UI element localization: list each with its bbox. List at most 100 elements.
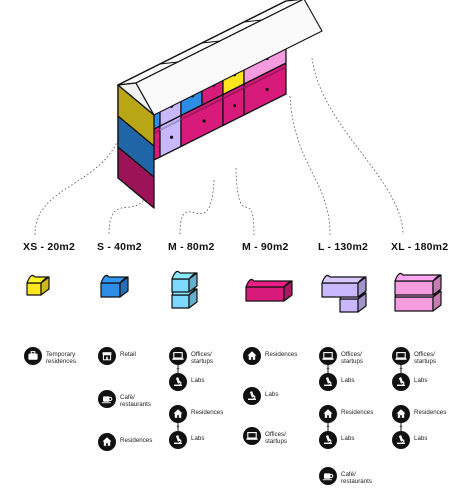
use-label: Residences bbox=[265, 351, 298, 358]
roof-seam bbox=[159, 61, 179, 65]
module-preview-xl bbox=[394, 272, 442, 312]
house-door bbox=[327, 415, 329, 418]
use-label: Residences bbox=[341, 409, 374, 416]
shop-awning bbox=[102, 352, 112, 355]
laptop-screen bbox=[323, 352, 333, 359]
plus-sign: + bbox=[399, 425, 403, 431]
microscope-base bbox=[397, 384, 405, 386]
microscope-icon: + bbox=[169, 423, 187, 449]
use-label: Café/ restaurants bbox=[120, 394, 151, 408]
use-label: Retail bbox=[120, 351, 136, 358]
microscope-icon: + bbox=[319, 423, 337, 449]
laptop-icon-bg bbox=[392, 347, 410, 365]
microscope-base bbox=[174, 384, 182, 386]
size-label-l: L - 130m2 bbox=[318, 241, 369, 253]
size-label-xs: XS - 20m2 bbox=[23, 241, 75, 253]
building-module bbox=[159, 114, 182, 158]
microscope-arm bbox=[253, 395, 256, 400]
preview-block-side bbox=[357, 292, 367, 313]
house-door bbox=[251, 357, 253, 360]
shop-icon bbox=[98, 347, 116, 365]
suitcase-body bbox=[28, 353, 38, 360]
laptop-base bbox=[246, 438, 258, 440]
shop-door bbox=[106, 356, 108, 360]
size-label-xl: XL - 180m2 bbox=[391, 241, 449, 253]
module-shade bbox=[243, 66, 287, 89]
microscope-tube bbox=[398, 377, 404, 384]
use-label: Offices/ startups bbox=[191, 351, 214, 365]
size-label-s: S - 40m2 bbox=[97, 241, 142, 253]
connector-line bbox=[235, 167, 255, 236]
cup-saucer bbox=[101, 402, 111, 404]
preview-block-side bbox=[432, 274, 442, 296]
size-label-m90: M - 90m2 bbox=[242, 241, 289, 253]
preview-block-front bbox=[321, 282, 359, 298]
house-roof bbox=[173, 409, 183, 414]
microscope-icon: + bbox=[169, 365, 187, 391]
preview-block-top bbox=[171, 270, 198, 280]
microscope-tube bbox=[175, 377, 181, 384]
use-label: Temporary residences bbox=[46, 351, 76, 365]
module-dot bbox=[169, 135, 174, 139]
module-preview-m90 bbox=[245, 278, 293, 302]
preview-block-front bbox=[100, 282, 121, 298]
coffee-icon bbox=[98, 390, 116, 408]
microscope-arm bbox=[179, 381, 182, 386]
use-label: Labs bbox=[341, 435, 355, 442]
microscope-base bbox=[174, 442, 182, 444]
house-roof bbox=[247, 351, 257, 356]
preview-block-front bbox=[394, 280, 434, 296]
cup-body bbox=[103, 396, 110, 402]
preview-block-side bbox=[283, 280, 293, 302]
module-preview-m80 bbox=[171, 270, 198, 309]
microscope-base bbox=[397, 442, 405, 444]
preview-block-front bbox=[26, 282, 42, 296]
roof bbox=[117, 0, 323, 116]
roof-back-slope bbox=[135, 0, 323, 116]
suitcase-handle bbox=[30, 351, 36, 355]
house-door bbox=[106, 443, 108, 446]
microscope-tube bbox=[325, 435, 331, 442]
module-preview-xs bbox=[26, 274, 50, 296]
building-module bbox=[222, 83, 245, 127]
use-icons: ++++++ bbox=[24, 347, 410, 485]
module-previews bbox=[26, 270, 442, 313]
house-icon bbox=[392, 405, 410, 423]
use-label: Residences bbox=[120, 437, 153, 444]
house-roof bbox=[102, 437, 112, 442]
use-label: Labs bbox=[191, 377, 205, 384]
connector-line bbox=[289, 95, 331, 236]
plus-sign: + bbox=[326, 367, 330, 373]
preview-block-front bbox=[394, 296, 434, 312]
laptop-icon bbox=[169, 347, 187, 365]
module-preview-s bbox=[100, 274, 129, 298]
module-shade bbox=[222, 87, 245, 100]
laptop-icon-bg bbox=[319, 347, 337, 365]
house-roof bbox=[323, 409, 333, 414]
use-label: Offices/ startups bbox=[265, 431, 288, 445]
laptop-icon-bg bbox=[243, 427, 261, 445]
laptop-icon bbox=[243, 427, 261, 445]
house-roof bbox=[396, 409, 406, 414]
preview-block-front bbox=[171, 294, 190, 309]
microscope-tube bbox=[249, 391, 255, 398]
laptop-icon bbox=[319, 347, 337, 365]
microscope-icon: + bbox=[319, 365, 337, 391]
microscope-arm bbox=[179, 439, 182, 444]
connector-line bbox=[179, 179, 215, 236]
coffee-icon bbox=[319, 467, 337, 485]
use-label: Residences bbox=[414, 409, 447, 416]
use-label: Labs bbox=[414, 377, 428, 384]
preview-block-top bbox=[321, 274, 367, 284]
building-axonometric bbox=[117, 0, 323, 209]
microscope-icon: + bbox=[392, 423, 410, 449]
cup-handle bbox=[108, 396, 113, 402]
preview-block-front bbox=[245, 286, 285, 302]
shop-icon-bg bbox=[98, 347, 116, 365]
microscope-base bbox=[324, 442, 332, 444]
microscope-icon bbox=[243, 387, 261, 405]
preview-block-side bbox=[119, 276, 129, 298]
use-label: Offices/ startups bbox=[414, 351, 437, 365]
preview-block-side bbox=[188, 288, 198, 309]
